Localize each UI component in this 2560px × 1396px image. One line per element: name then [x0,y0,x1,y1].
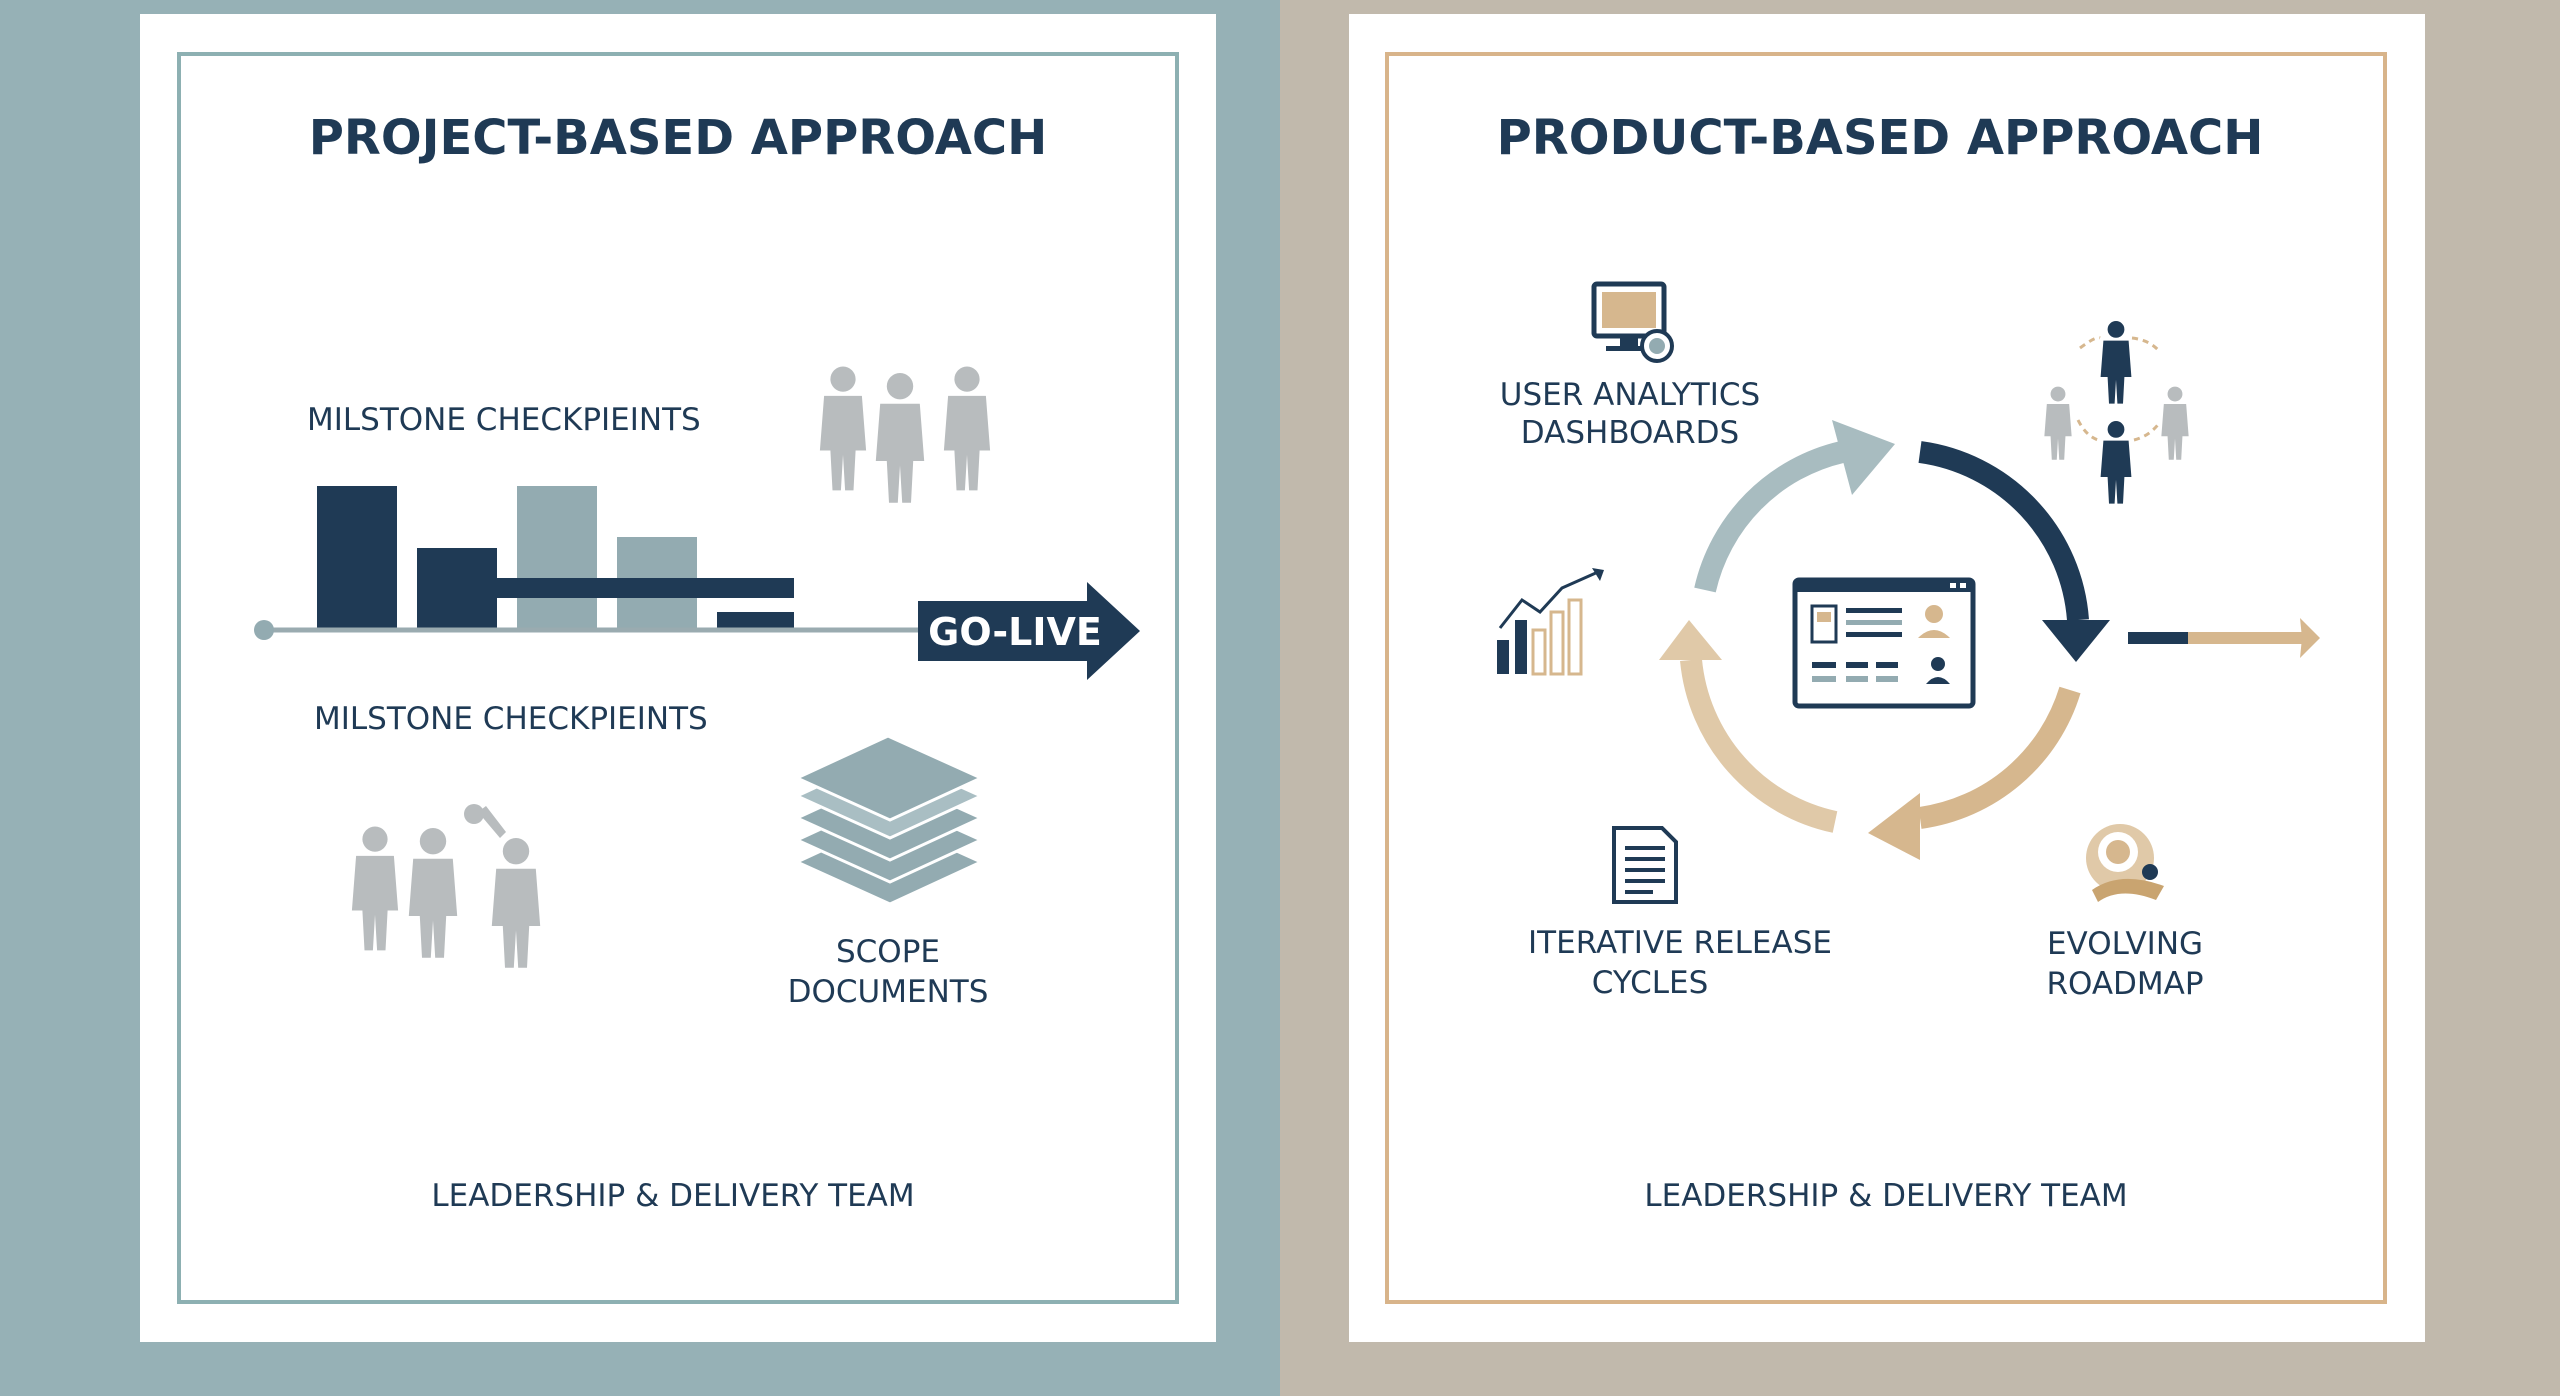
release-label-line2: CYCLES [1592,965,1709,1001]
roadmap-icon [2086,824,2164,902]
people-network-icon [2044,321,2189,504]
product-footer: LEADERSHIP & DELIVERY TEAM [1644,1178,2127,1214]
milestone-small-bar [717,612,794,628]
milestone-bar-2 [417,548,497,628]
roadmap-label-line1: EVOLVING [2047,926,2203,962]
release-label-line1: ITERATIVE RELEASE [1528,925,1832,961]
milestone-overlay-bar [497,578,794,598]
timeline [254,620,930,640]
project-title: PROJECT-BASED APPROACH [309,110,1048,166]
group-icon-bottom [351,804,541,968]
dashboard-icon [1792,577,1976,709]
document-stack-icon [793,734,985,906]
go-live-arrow: GO-LIVE [918,582,1140,680]
project-card [140,14,1216,1342]
project-frame [177,52,1179,1304]
timeline-start-dot [254,620,274,640]
roadmap-label-line2: ROADMAP [2046,966,2203,1002]
analytics-label-line2: DASHBOARDS [1521,415,1739,451]
group-icon-top [819,366,991,503]
analytics-label-line1: USER ANALYTICS [1500,377,1760,413]
milestone-bottom-label: MILSTONE CHECKPIEINTS [314,701,708,737]
scope-label-line2: DOCUMENTS [788,974,989,1010]
monitor-icon [1591,281,1674,363]
scope-label-line1: SCOPE [836,934,940,970]
go-live-label: GO-LIVE [928,610,1102,654]
roadmap-outgoing-arrow [2128,618,2320,658]
product-title: PRODUCT-BASED APPROACH [1497,110,2264,166]
milestone-bar-3 [517,486,597,628]
product-frame [1385,52,2387,1304]
bar-chart-icon [1497,568,1604,676]
milestone-bars [317,486,794,628]
milestone-bar-1 [317,486,397,628]
project-footer: LEADERSHIP & DELIVERY TEAM [431,1178,914,1214]
document-icon [1612,826,1678,904]
cycle-arrows-icon [1659,420,2110,860]
milestone-top-label: MILSTONE CHECKPIEINTS [307,402,701,438]
